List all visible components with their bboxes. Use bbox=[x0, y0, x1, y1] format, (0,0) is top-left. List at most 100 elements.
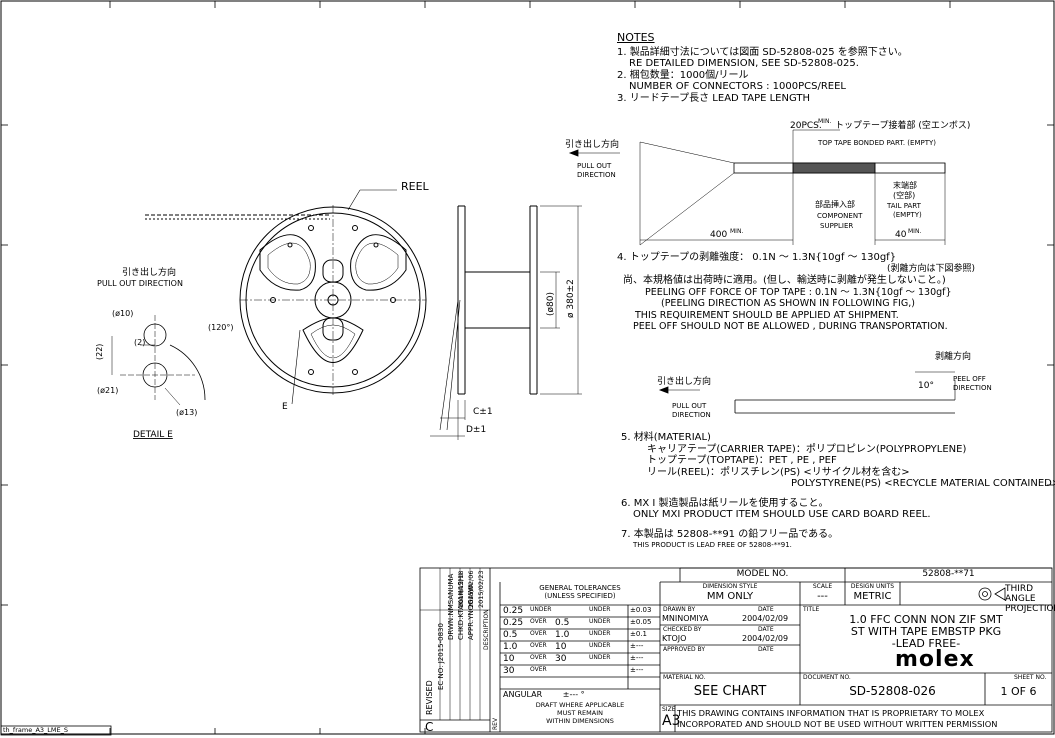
lt-pcs: 20PCS. bbox=[790, 121, 822, 131]
document-no-value: SD-52808-026 bbox=[849, 684, 936, 698]
rev-date1: 2014/12/18 bbox=[457, 571, 465, 608]
tol-value: 10 bbox=[503, 654, 515, 664]
drawn-date: 2004/02/09 bbox=[742, 614, 789, 623]
proprietary-notice: THIS DRAWING CONTAINS INFORMATION THAT I… bbox=[677, 708, 1052, 730]
note-7-en: THIS PRODUCT IS LEAD FREE OF 52808-**91. bbox=[633, 541, 792, 549]
tol-plusminus: ±--- bbox=[630, 654, 644, 662]
peel-pull-en1: PULL OUT bbox=[672, 402, 707, 410]
gen-tol-label: GENERAL TOLERANCES bbox=[539, 584, 621, 592]
detail-e bbox=[111, 315, 206, 406]
tol-value-2: 30 bbox=[555, 654, 567, 664]
peel-off-en1: PEEL OFF bbox=[953, 375, 986, 383]
rev-drwn: DRWN:NMSANUMA bbox=[447, 573, 455, 640]
tol-plusminus: ±0.03 bbox=[630, 606, 652, 614]
e-label: E bbox=[282, 402, 288, 412]
scale-value: --- bbox=[817, 591, 828, 602]
tol-qualifier: OVER bbox=[530, 642, 547, 649]
peel-pull-jp: 引き出し方向 bbox=[657, 375, 711, 387]
lt-pull-en2: DIRECTION bbox=[577, 171, 616, 179]
lt-tail-jp1: 末端部 bbox=[893, 180, 917, 190]
tol-value: 0.25 bbox=[503, 606, 524, 616]
note-5-a: キャリアテープ(CARRIER TAPE)：ポリプロピレン(POLYPROPYL… bbox=[647, 443, 967, 455]
note-4-jp3: 尚、本規格値は出荷時に適用。(但し、輸送時に剥離が発生しないこと。) bbox=[623, 275, 946, 286]
sheet-no-value: 1 OF 6 bbox=[1000, 685, 1037, 698]
note-3: 3. リードテープ長さ LEAD TAPE LENGTH bbox=[617, 92, 810, 104]
rev-letter: C bbox=[425, 720, 433, 734]
checked-date: 2004/02/09 bbox=[742, 634, 789, 643]
note-4-en4: PEEL OFF SHOULD NOT BE ALLOWED , DURING … bbox=[633, 321, 948, 332]
reel-pull-en: PULL OUT DIRECTION bbox=[97, 279, 183, 288]
lt-40-min: MIN. bbox=[908, 228, 921, 235]
tol-value-2: 1.0 bbox=[555, 630, 570, 640]
angular-label: ANGULAR bbox=[503, 690, 543, 699]
model-no-label: MODEL NO. bbox=[736, 569, 789, 579]
title-line-3: -LEAD FREE- bbox=[891, 637, 961, 650]
rev-appr: APPR:YNOGAWA bbox=[467, 583, 475, 640]
gen-tol-unless: (UNLESS SPECIFIED) bbox=[544, 592, 616, 600]
checked-by-label: CHECKED BY bbox=[663, 626, 702, 633]
projection-label: THIRD ANGLE PROJECTION bbox=[1005, 584, 1055, 614]
lt-comp-jp: 部品挿入部 bbox=[815, 199, 855, 209]
c-label: C±1 bbox=[473, 407, 493, 417]
tol-qualifier: OVER bbox=[530, 666, 547, 673]
title-line-2: ST WITH TAPE EMBSTP PKG bbox=[850, 625, 1002, 638]
rev-date2: 2015/02/06 bbox=[467, 571, 475, 608]
d13-label: (ø13) bbox=[176, 408, 197, 417]
checked-name: KTOJO bbox=[662, 634, 687, 643]
lead-tape-diagram bbox=[568, 129, 946, 246]
note-1-en: RE DETAILED DIMENSION, SEE SD-52808-025. bbox=[629, 58, 859, 69]
note-5-c: リール(REEL)：ポリスチレン(PS) <リサイクル材を含む> bbox=[647, 466, 910, 478]
checked-date-label: DATE bbox=[758, 626, 774, 633]
tol-qualifier: OVER bbox=[530, 630, 547, 637]
lt-top-en: TOP TAPE BONDED PART. (EMPTY) bbox=[817, 139, 936, 147]
d80-label: (ø80) bbox=[546, 292, 556, 316]
note-6-en: ONLY MXI PRODUCT ITEM SHOULD USE CARD BO… bbox=[633, 509, 931, 520]
tol-plusminus: ±0.1 bbox=[630, 630, 647, 638]
tol-qualifier: OVER bbox=[530, 618, 547, 625]
drawing-title: 1.0 FFC CONN NON ZIF SMT ST WITH TAPE EM… bbox=[800, 614, 1052, 650]
note-5-b: トップテープ(TOPTAPE)：PET , PE , PEF bbox=[647, 455, 837, 466]
dim-style-value: MM ONLY bbox=[706, 591, 754, 602]
drawn-date-label: DATE bbox=[758, 606, 774, 613]
d22-label: (22) bbox=[95, 344, 104, 360]
peel-off-jp: 剥離方向 bbox=[935, 350, 971, 362]
note-1-jp: 1. 製品詳細寸法については図面 SD-52808-025 を参照下さい。 bbox=[617, 46, 908, 58]
lt-tail-en1: TAIL PART bbox=[886, 202, 922, 210]
lt-pull-jp: 引き出し方向 bbox=[565, 138, 619, 150]
d21-label: (ø21) bbox=[97, 386, 118, 395]
note-4-section: 4. トップテープの剥離強度： 0.1N ～ 1.3N{10gf ～ 130gf… bbox=[617, 252, 1053, 333]
title-line-1: 1.0 FFC CONN NON ZIF SMT bbox=[849, 613, 1003, 626]
tol-qualifier-2: UNDER bbox=[589, 606, 611, 613]
third-angle-2: PROJECTION bbox=[1005, 604, 1055, 614]
third-angle-symbol bbox=[978, 587, 1006, 601]
tol-plusminus: ±0.05 bbox=[630, 618, 652, 626]
rev-description: DESCRIPTION bbox=[483, 609, 490, 650]
tol-value-2: 0.5 bbox=[555, 618, 570, 628]
detail-e-label: DETAIL E bbox=[133, 430, 173, 440]
dim-style-label: DIMENSION STYLE bbox=[702, 583, 758, 590]
general-tolerances: GENERAL TOLERANCES (UNLESS SPECIFIED) bbox=[500, 584, 660, 600]
size-label: SIZE bbox=[662, 706, 676, 713]
material-no-value: SEE CHART bbox=[693, 684, 767, 699]
rev-revised: REVISED bbox=[425, 680, 434, 715]
d10-label: (ø10) bbox=[112, 309, 133, 318]
lt-pull-en1: PULL OUT bbox=[577, 162, 612, 170]
a120-label: (120°) bbox=[208, 323, 234, 332]
frame-label: th_frame_A3_LME_S bbox=[3, 726, 68, 734]
reel-front-view bbox=[145, 189, 427, 405]
drawn-name: MNINOMIYA bbox=[662, 614, 709, 623]
third-angle-1: THIRD ANGLE bbox=[1005, 584, 1036, 604]
notes-section: NOTES 1. 製品詳細寸法については図面 SD-52808-025 を参照下… bbox=[617, 32, 1047, 104]
tol-value: 0.5 bbox=[503, 630, 518, 640]
document-no-label: DOCUMENT NO. bbox=[803, 674, 851, 681]
molex-logo: molex bbox=[895, 647, 975, 672]
angular-row: ANGULAR ±--- ° bbox=[503, 690, 585, 699]
model-no-value: 52808-**71 bbox=[922, 569, 975, 579]
lt-top-jp: トップテープ接着部 (空エンボス) bbox=[835, 119, 970, 131]
reel-label: REEL bbox=[401, 180, 430, 193]
tol-plusminus: ±--- bbox=[630, 642, 644, 650]
peel-angle: 10° bbox=[918, 381, 934, 391]
d380-label: ø 380±2 bbox=[566, 279, 576, 318]
tol-qualifier-2: UNDER bbox=[589, 630, 611, 637]
